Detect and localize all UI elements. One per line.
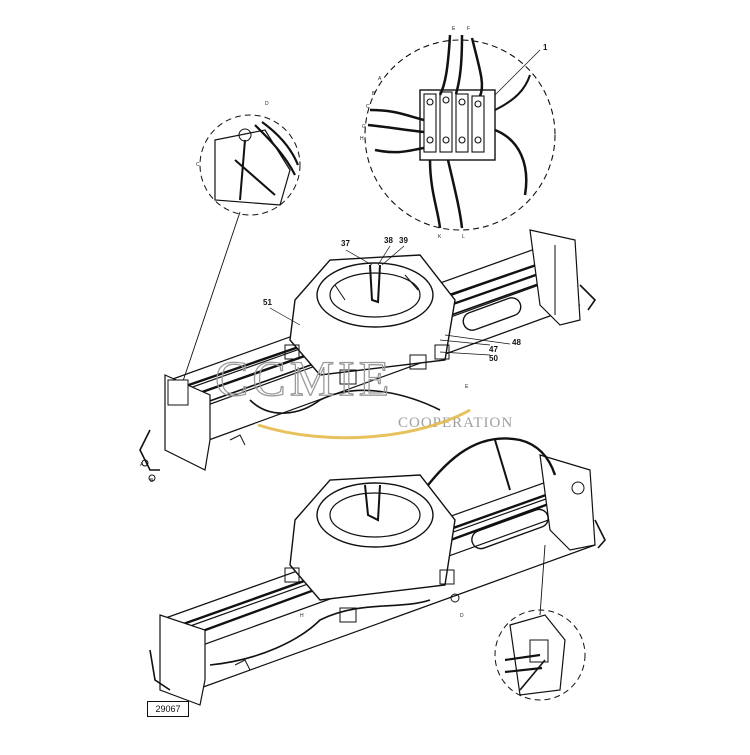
detail-circle-valve-block <box>364 34 556 231</box>
frame-label-b: B <box>150 478 154 484</box>
drawing-number: 29067 <box>147 701 189 717</box>
detail-circle-left <box>179 114 301 391</box>
frame-label-h: H <box>300 613 304 619</box>
svg-text:C: C <box>366 104 370 110</box>
svg-text:L: L <box>462 234 465 240</box>
frame-label-e: E <box>465 384 469 390</box>
upper-frame-assembly <box>139 229 597 482</box>
callout-51: 51 <box>263 298 272 307</box>
detail-labels-valve: E F A B C G H K L <box>360 26 470 240</box>
svg-text:A: A <box>378 76 382 82</box>
svg-text:B: B <box>372 91 376 97</box>
svg-text:D: D <box>265 101 269 107</box>
callout-1: 1 <box>543 43 548 52</box>
callout-47: 47 <box>489 345 498 354</box>
svg-text:G: G <box>362 124 366 130</box>
upper-frame-callouts: 37 38 39 51 48 47 50 E A B <box>140 236 521 484</box>
detail-circle-bottom-right <box>494 609 586 701</box>
svg-text:E: E <box>452 26 456 32</box>
svg-text:K: K <box>438 234 442 240</box>
frame-label-a: A <box>140 462 144 468</box>
callout-48: 48 <box>512 338 521 347</box>
callout-50: 50 <box>489 354 498 363</box>
watermark-brand: CCMIE <box>215 350 393 406</box>
callout-38: 38 <box>384 236 393 245</box>
callout-37: 37 <box>341 239 350 248</box>
lower-frame-assembly <box>149 437 606 706</box>
frame-label-d: D <box>460 613 464 619</box>
detail-labels-left: C D <box>196 101 269 168</box>
watermark: CCMIE COOPERATION <box>214 349 512 440</box>
callout-39: 39 <box>399 236 408 245</box>
svg-text:F: F <box>467 26 470 32</box>
svg-text:H: H <box>360 136 364 142</box>
svg-text:C: C <box>196 162 200 168</box>
